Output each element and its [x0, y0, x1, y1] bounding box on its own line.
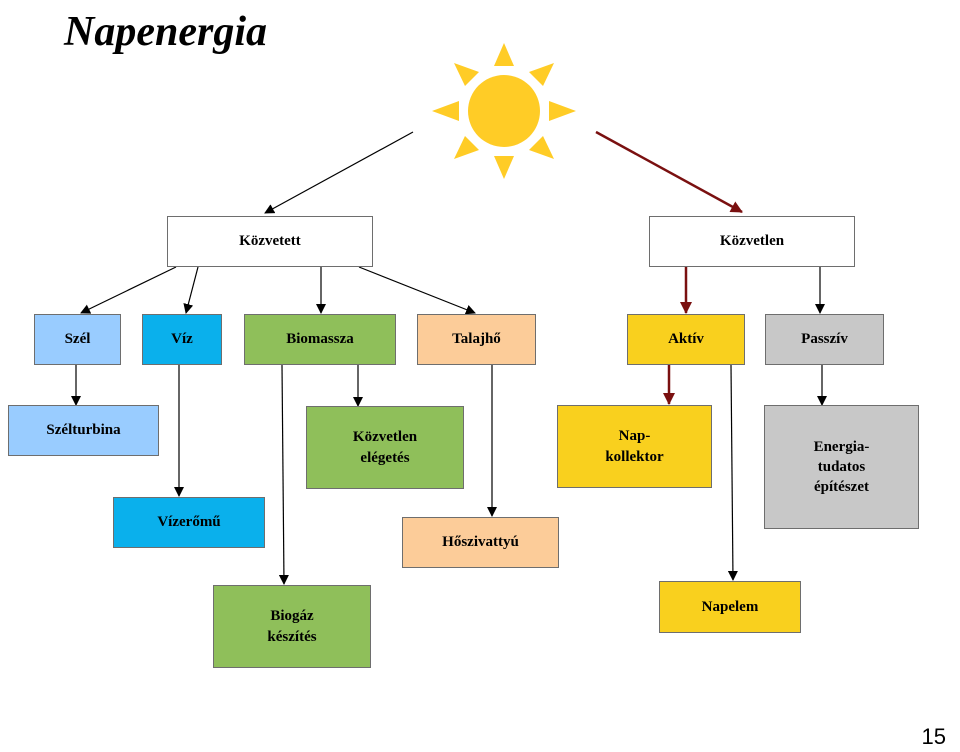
- node-aktiv: Aktív: [627, 314, 745, 365]
- node-hoszivattyu: Hőszivattyú: [402, 517, 559, 568]
- node-biogaz: Biogáz készítés: [213, 585, 371, 668]
- node-biomassza: Biomassza: [244, 314, 396, 365]
- node-napelem: Napelem: [659, 581, 801, 633]
- node-kozvetlen-eleges: Közvetlen elégetés: [306, 406, 464, 489]
- node-szelturbina: Szélturbina: [8, 405, 159, 456]
- node-napkollektor: Nap- kollektor: [557, 405, 712, 488]
- arrow-kozvetett-viz: [183, 266, 199, 314]
- node-vizeromu: Vízerőmű: [113, 497, 265, 548]
- arrow-aktiv-napelem: [727, 364, 738, 581]
- arrow-sun-kozvetlen: [595, 130, 743, 214]
- node-kozvetett: Közvetett: [167, 216, 373, 267]
- node-viz: Víz: [142, 314, 222, 365]
- page-title: Napenergia: [64, 9, 267, 55]
- arrow-kozvetett-talajho: [358, 266, 476, 315]
- sun-icon: [432, 43, 576, 179]
- node-szel: Szél: [34, 314, 121, 365]
- arrow-kozvetett-szel: [80, 266, 177, 314]
- node-kozvetlen: Közvetlen: [649, 216, 855, 267]
- node-passziv: Passzív: [765, 314, 884, 365]
- node-talajho: Talajhő: [417, 314, 536, 365]
- node-energiatudatos: Energia- tudatos építészet: [764, 405, 919, 529]
- arrow-biomassza-biogaz: [278, 364, 289, 585]
- page-number: 15: [921, 724, 946, 749]
- arrow-sun-kozvetett: [264, 131, 414, 214]
